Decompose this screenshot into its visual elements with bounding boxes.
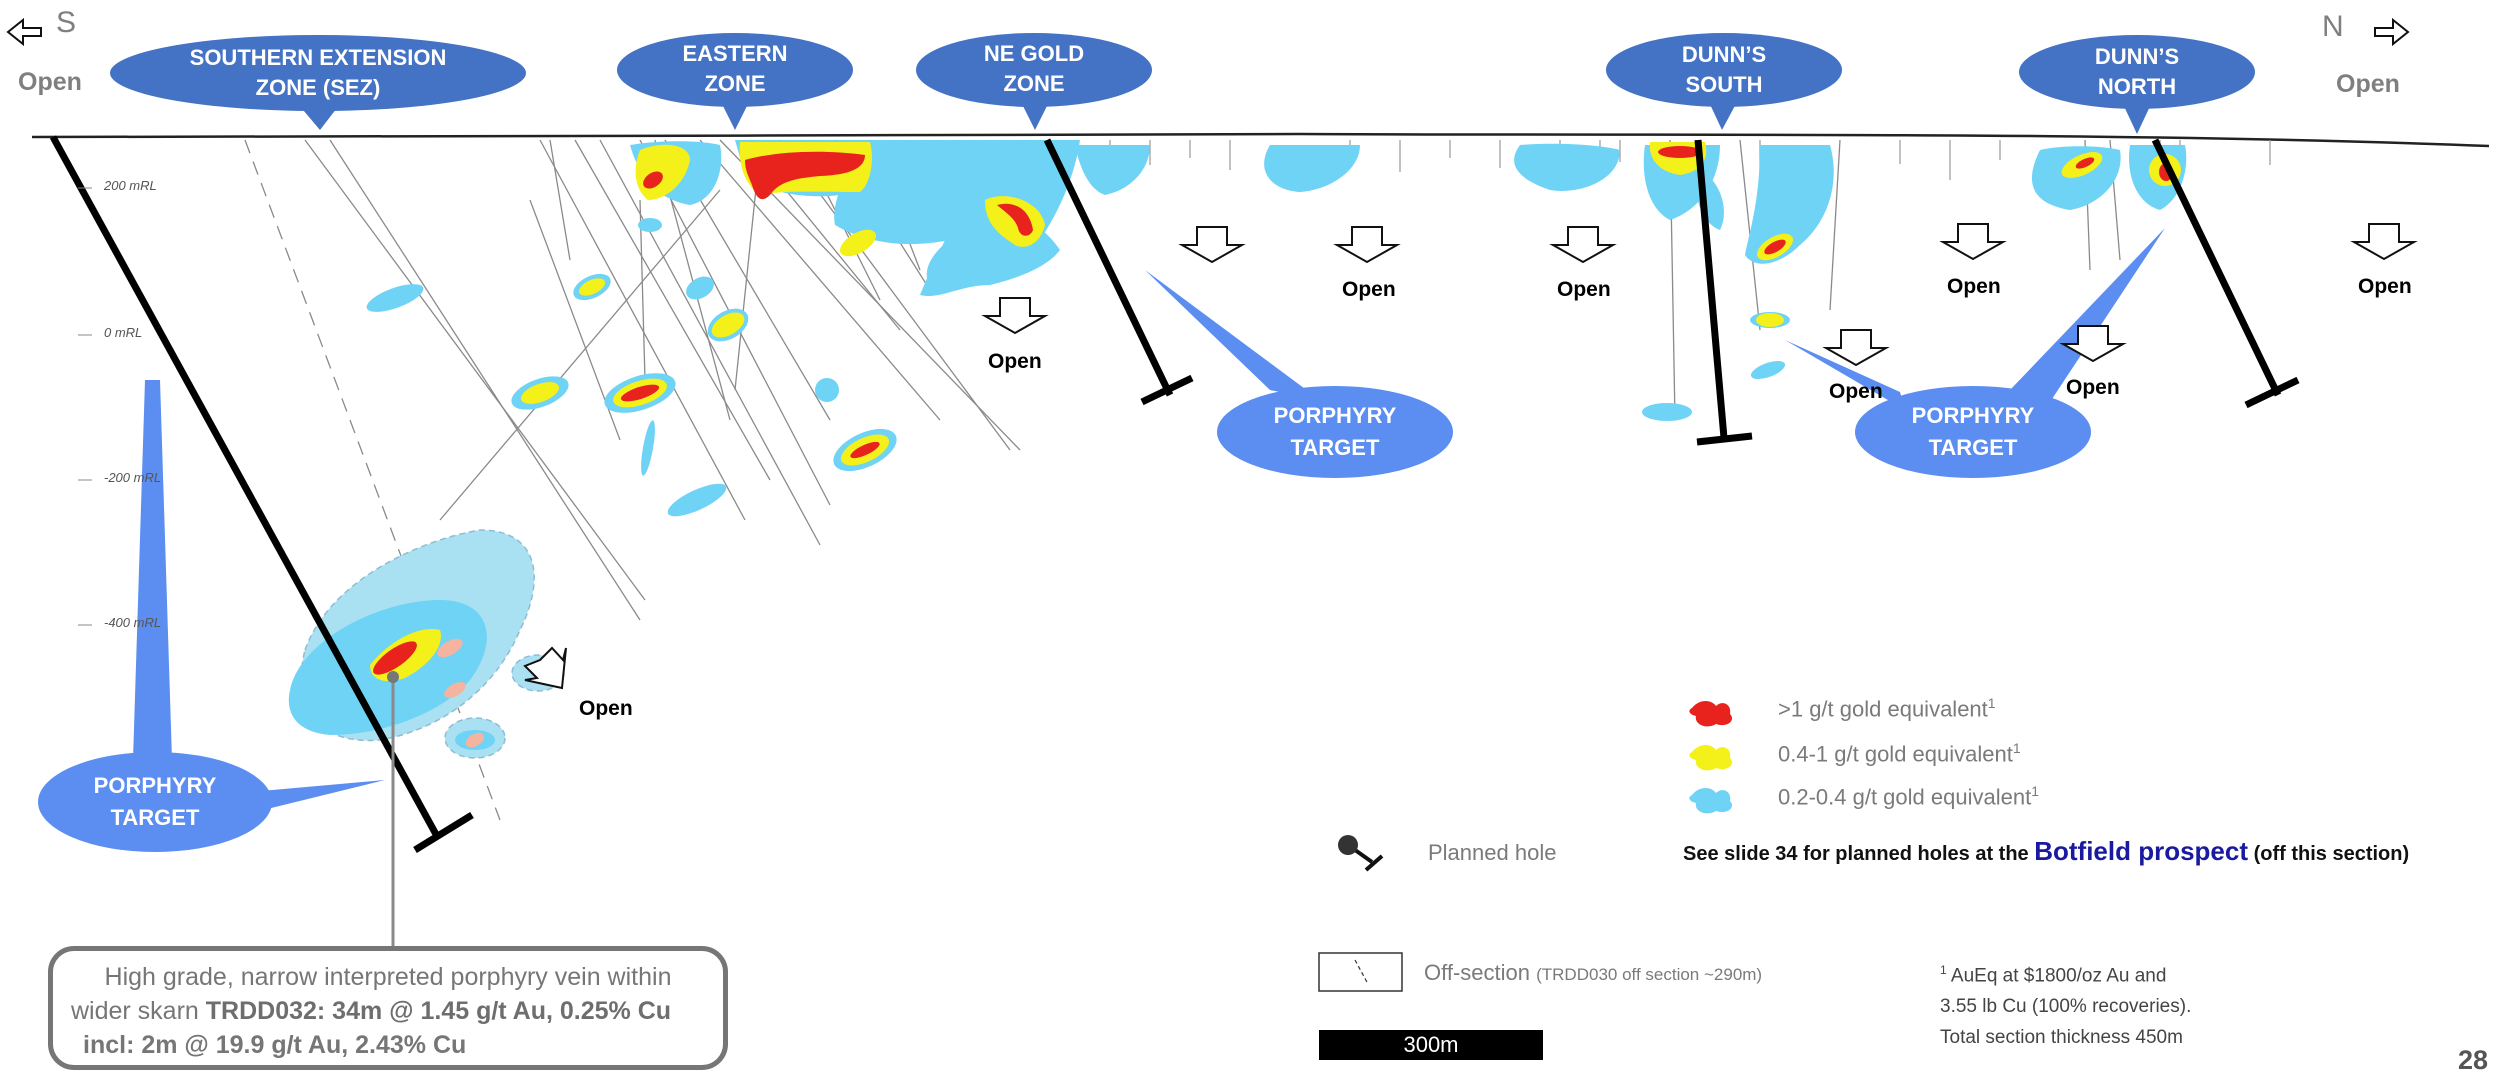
drill-result-callout: High grade, narrow interpreted porphyry … bbox=[48, 946, 728, 1070]
zone-label-dunns-south: DUNN’S SOUTH bbox=[1681, 42, 1767, 97]
open-label: Open bbox=[2358, 275, 2412, 298]
porphyry-target-shapes bbox=[38, 228, 2165, 852]
slide-number: 28 bbox=[2458, 1045, 2489, 1075]
rl-label-minus-200: -200 mRL bbox=[104, 470, 162, 485]
planned-hole-label: Planned hole bbox=[1428, 840, 1557, 865]
legend-mid-label: 0.4-1 g/t gold equivalent1 bbox=[1778, 740, 2021, 767]
rl-label-minus-400: -400 mRL bbox=[104, 615, 162, 630]
footnote: 1 AuEq at $1800/oz Au and 3.55 lb Cu (10… bbox=[1940, 963, 2192, 1049]
legend-symbols bbox=[1318, 701, 1733, 1060]
open-label: Open bbox=[2066, 376, 2120, 399]
open-label: Open bbox=[988, 350, 1042, 373]
open-label: Open bbox=[1829, 380, 1883, 403]
open-label: Open bbox=[579, 697, 633, 720]
open-label: Open bbox=[1342, 278, 1396, 301]
north-open-label: Open bbox=[2336, 70, 2400, 98]
botfield-link[interactable]: Botfield prospect bbox=[2034, 836, 2249, 866]
scale-bar-label: 300m bbox=[1403, 1032, 1459, 1057]
planned-hole-icon bbox=[1338, 835, 1384, 872]
callout-line-3: incl: 2m @ 19.9 g/t Au, 2.43% Cu bbox=[83, 1031, 467, 1059]
zone-label-sez: SOUTHERN EXTENSION ZONE (SEZ) bbox=[189, 45, 447, 100]
open-label: Open bbox=[1947, 275, 2001, 298]
ground-surface-line bbox=[31, 132, 2490, 148]
legend-high-swatch bbox=[1689, 701, 1733, 727]
rl-label-0: 0 mRL bbox=[104, 325, 143, 340]
legend-low-label: 0.2-0.4 g/t gold equivalent1 bbox=[1778, 783, 2039, 810]
callout-line-1: High grade, narrow interpreted porphyry … bbox=[104, 963, 672, 991]
legend-low-swatch bbox=[1689, 788, 1733, 814]
off-section-label: Off-section (TRDD030 off section ~290m) bbox=[1424, 960, 1763, 985]
south-direction-label: S bbox=[56, 6, 77, 39]
rl-label-200: 200 mRL bbox=[104, 178, 157, 193]
grade-high-bodies bbox=[373, 146, 2173, 675]
open-arrows bbox=[6, 17, 2418, 690]
porphyry-target-label-right: PORPHYRY TARGET bbox=[1911, 403, 2035, 460]
callout-leader bbox=[387, 671, 399, 948]
zone-label-eastern: EASTERN ZONE bbox=[682, 41, 788, 96]
porphyry-target-label-left: PORPHYRY TARGET bbox=[93, 773, 217, 830]
south-open-label: Open bbox=[18, 68, 82, 96]
callout-line-2: wider skarn TRDD032: 34m @ 1.45 g/t Au, … bbox=[71, 997, 672, 1025]
zone-label-dunns-north: DUNN’S NORTH bbox=[2094, 44, 2180, 99]
north-direction-label: N bbox=[2322, 10, 2344, 43]
zone-label-ne-gold: NE GOLD ZONE bbox=[983, 41, 1085, 96]
legend-mid-swatch bbox=[1689, 745, 1733, 771]
open-label: Open bbox=[1557, 278, 1611, 301]
rl-ticks bbox=[78, 187, 92, 626]
planned-holes bbox=[49, 135, 2300, 853]
zone-callouts bbox=[110, 33, 2255, 134]
scale-bar bbox=[1319, 1030, 1543, 1060]
off-section-icon bbox=[1318, 952, 1403, 992]
legend-high-label: >1 g/t gold equivalent1 bbox=[1778, 695, 1996, 722]
botfield-note: See slide 34 for planned holes at the Bo… bbox=[1683, 836, 2410, 866]
porphyry-target-label-center: PORPHYRY TARGET bbox=[1273, 403, 1397, 460]
